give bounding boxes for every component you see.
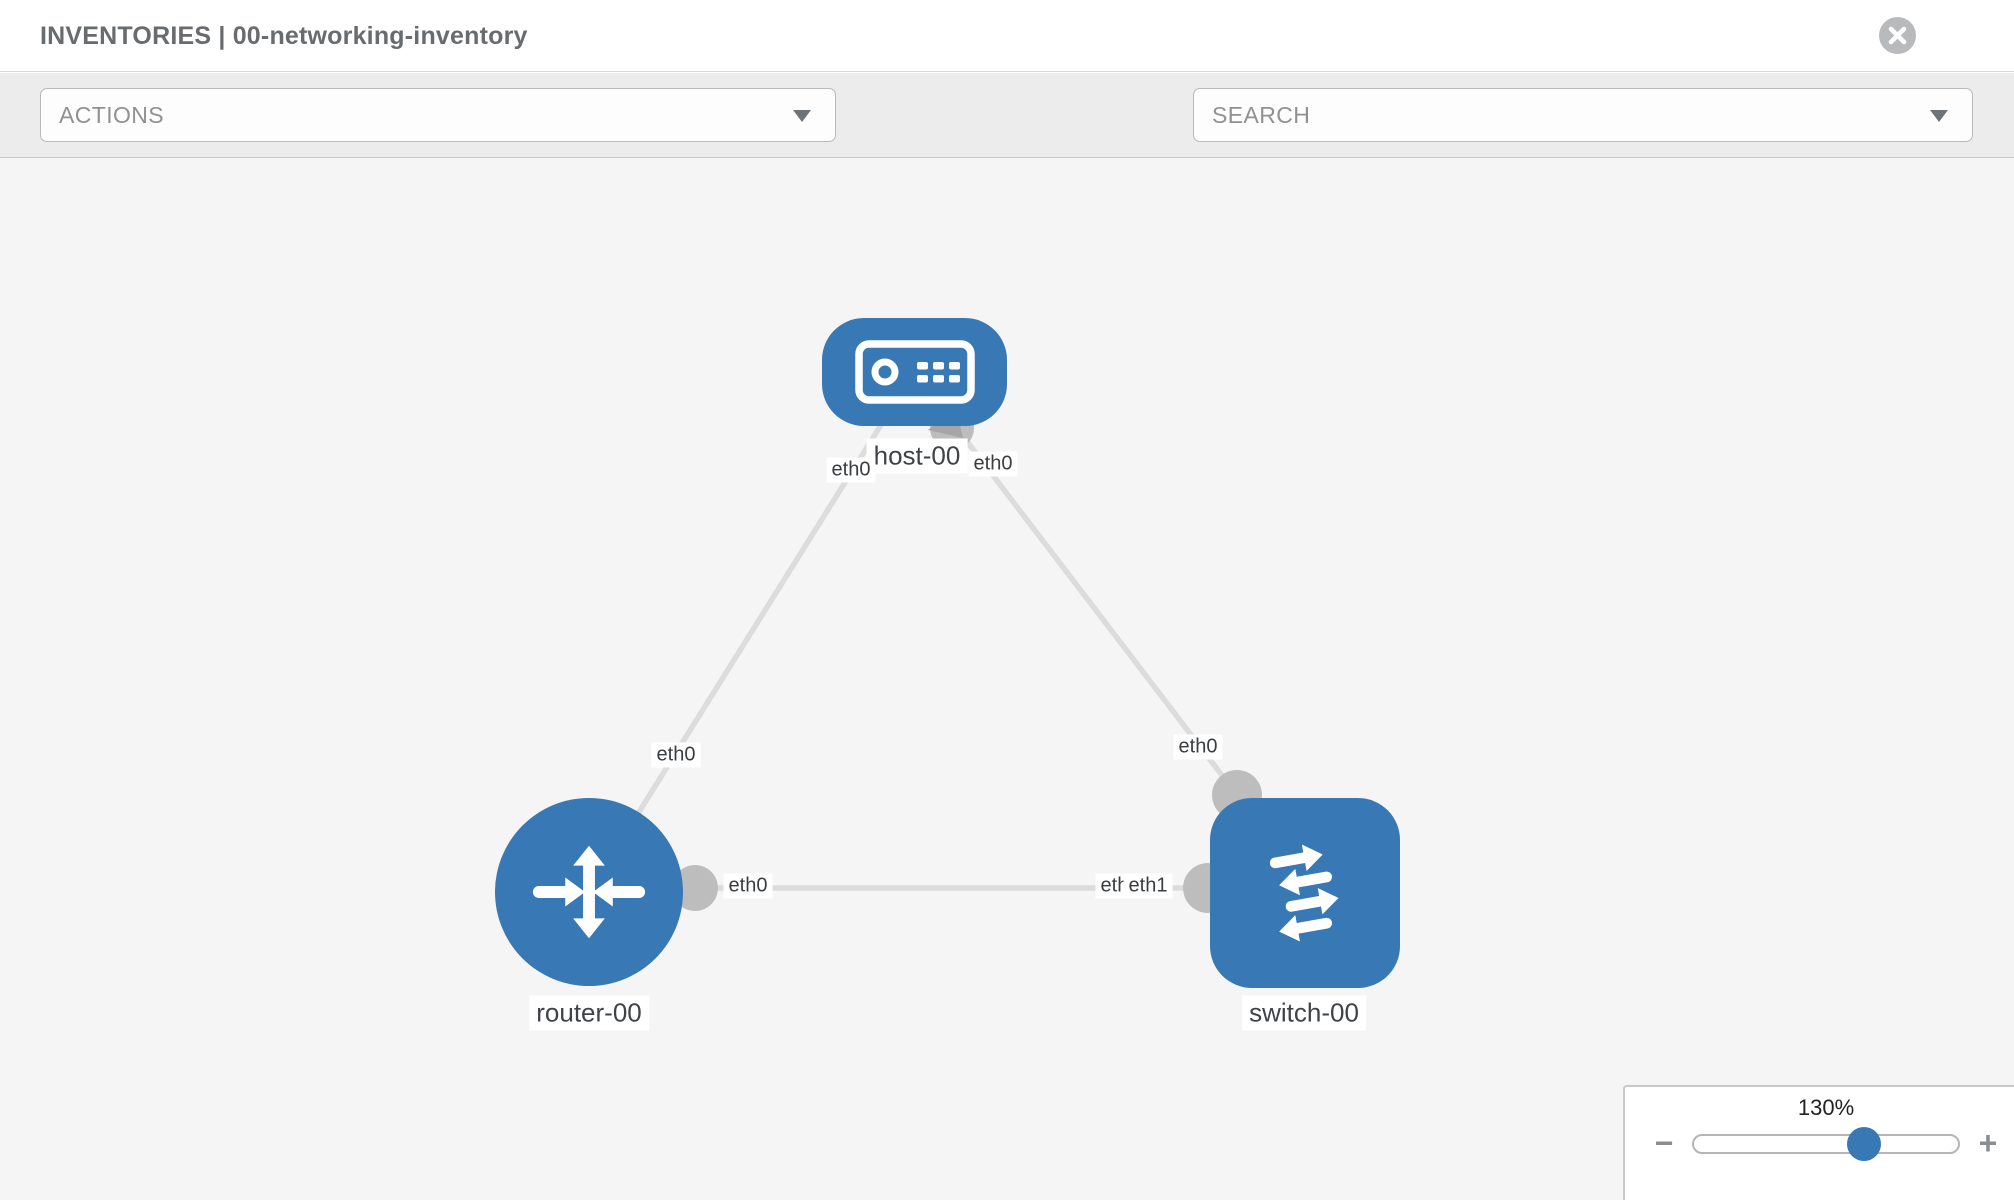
search-dropdown[interactable]: SEARCH [1193, 88, 1973, 142]
iface-label-router-eth0-right: eth0 [723, 873, 773, 899]
zoom-in-button[interactable]: + [1978, 1125, 1998, 1161]
host-icon [854, 340, 975, 404]
zoom-out-button[interactable]: − [1654, 1125, 1674, 1161]
toolbar: ACTIONS SEARCH [0, 73, 2014, 206]
actions-dropdown[interactable]: ACTIONS [40, 88, 836, 142]
node-router-00[interactable] [495, 798, 683, 986]
zoom-panel: 130% − + [1623, 1085, 2014, 1200]
node-switch-00[interactable] [1210, 798, 1400, 988]
page-title: INVENTORIES | 00-networking-inventory [40, 22, 528, 50]
zoom-slider-track[interactable] [1692, 1134, 1960, 1154]
actions-dropdown-label: ACTIONS [59, 102, 165, 128]
node-label-host[interactable]: host-00 [866, 438, 968, 474]
chevron-down-icon [793, 110, 811, 122]
switch-icon [1269, 844, 1339, 942]
search-input-placeholder: SEARCH [1212, 102, 1311, 128]
topology-canvas[interactable]: host-00 router-00 switch-00 eth0 eth0 et… [0, 158, 2014, 1200]
iface-label-switch-eth0-top: eth0 [1173, 734, 1223, 760]
chevron-down-icon [1930, 110, 1948, 122]
zoom-level-label: 130% [1797, 1095, 1855, 1120]
router-icon [532, 845, 646, 939]
topology-links-layer [586, 370, 1305, 913]
iface-label-host-eth0-left: eth0 [826, 457, 876, 483]
close-button[interactable] [1879, 17, 1916, 54]
node-label-switch[interactable]: switch-00 [1242, 995, 1366, 1031]
close-icon [1888, 26, 1907, 45]
iface-label-router-eth0-top: eth0 [651, 742, 701, 768]
port-router-right[interactable] [672, 865, 718, 911]
node-label-router[interactable]: router-00 [529, 995, 649, 1031]
node-host-00[interactable] [822, 318, 1007, 426]
header-bar: INVENTORIES | 00-networking-inventory [0, 0, 2014, 72]
zoom-slider-handle[interactable] [1847, 1127, 1881, 1161]
iface-label-switch-eth1-left: eth1 [1123, 873, 1173, 899]
iface-label-host-eth0-right: eth0 [968, 451, 1018, 477]
